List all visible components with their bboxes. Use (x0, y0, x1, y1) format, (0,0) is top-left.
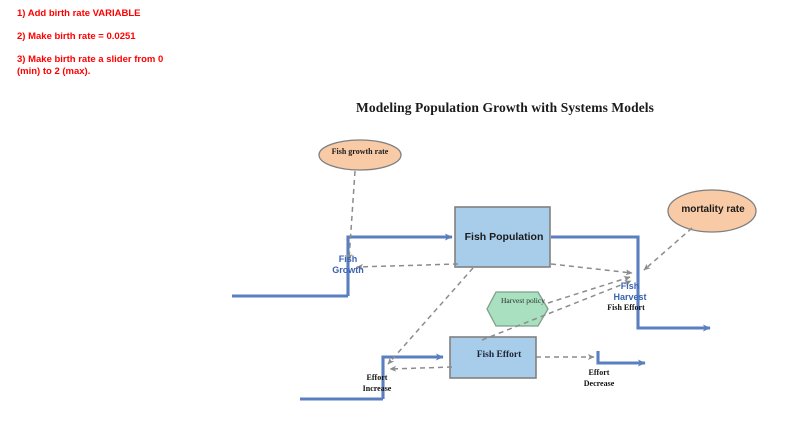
instruction-line-2: 2) Make birth rate = 0.0251 (17, 31, 136, 42)
instruction-line-1: 1) Add birth rate VARIABLE (17, 8, 141, 19)
converter-harvest-policy[interactable] (486, 291, 549, 327)
link-harvest-policy-to-fish-harvest (547, 275, 631, 304)
flow-pipe-effort-decrease[interactable] (596, 351, 646, 367)
stock-fish-effort[interactable] (449, 336, 537, 379)
flow-pipe-effort-increase[interactable] (381, 353, 444, 399)
link-population-to-effort-increase (387, 267, 474, 365)
stock-fish-population[interactable] (454, 206, 551, 268)
link-mortality-rate-to-fish-harvest (643, 227, 693, 271)
converter-mortality-rate[interactable] (667, 189, 757, 233)
link-population-to-fish-harvest (550, 263, 633, 276)
link-growth-rate-to-fish-growth (346, 170, 356, 261)
flow-pipe-fish-growth[interactable] (346, 233, 453, 296)
link-population-to-fish-growth (356, 263, 459, 270)
flow-pipe-fish-harvest[interactable] (551, 235, 711, 332)
link-fish-effort-to-effort-increase (389, 365, 453, 372)
page-title: Modeling Population Growth with Systems … (356, 100, 654, 115)
instruction-line-3: 3) Make birth rate a slider from 0 (min)… (17, 54, 164, 77)
instructions-block: 1) Add birth rate VARIABLE 2) Make birth… (17, 8, 257, 89)
converter-fish-growth-rate[interactable] (318, 139, 402, 171)
